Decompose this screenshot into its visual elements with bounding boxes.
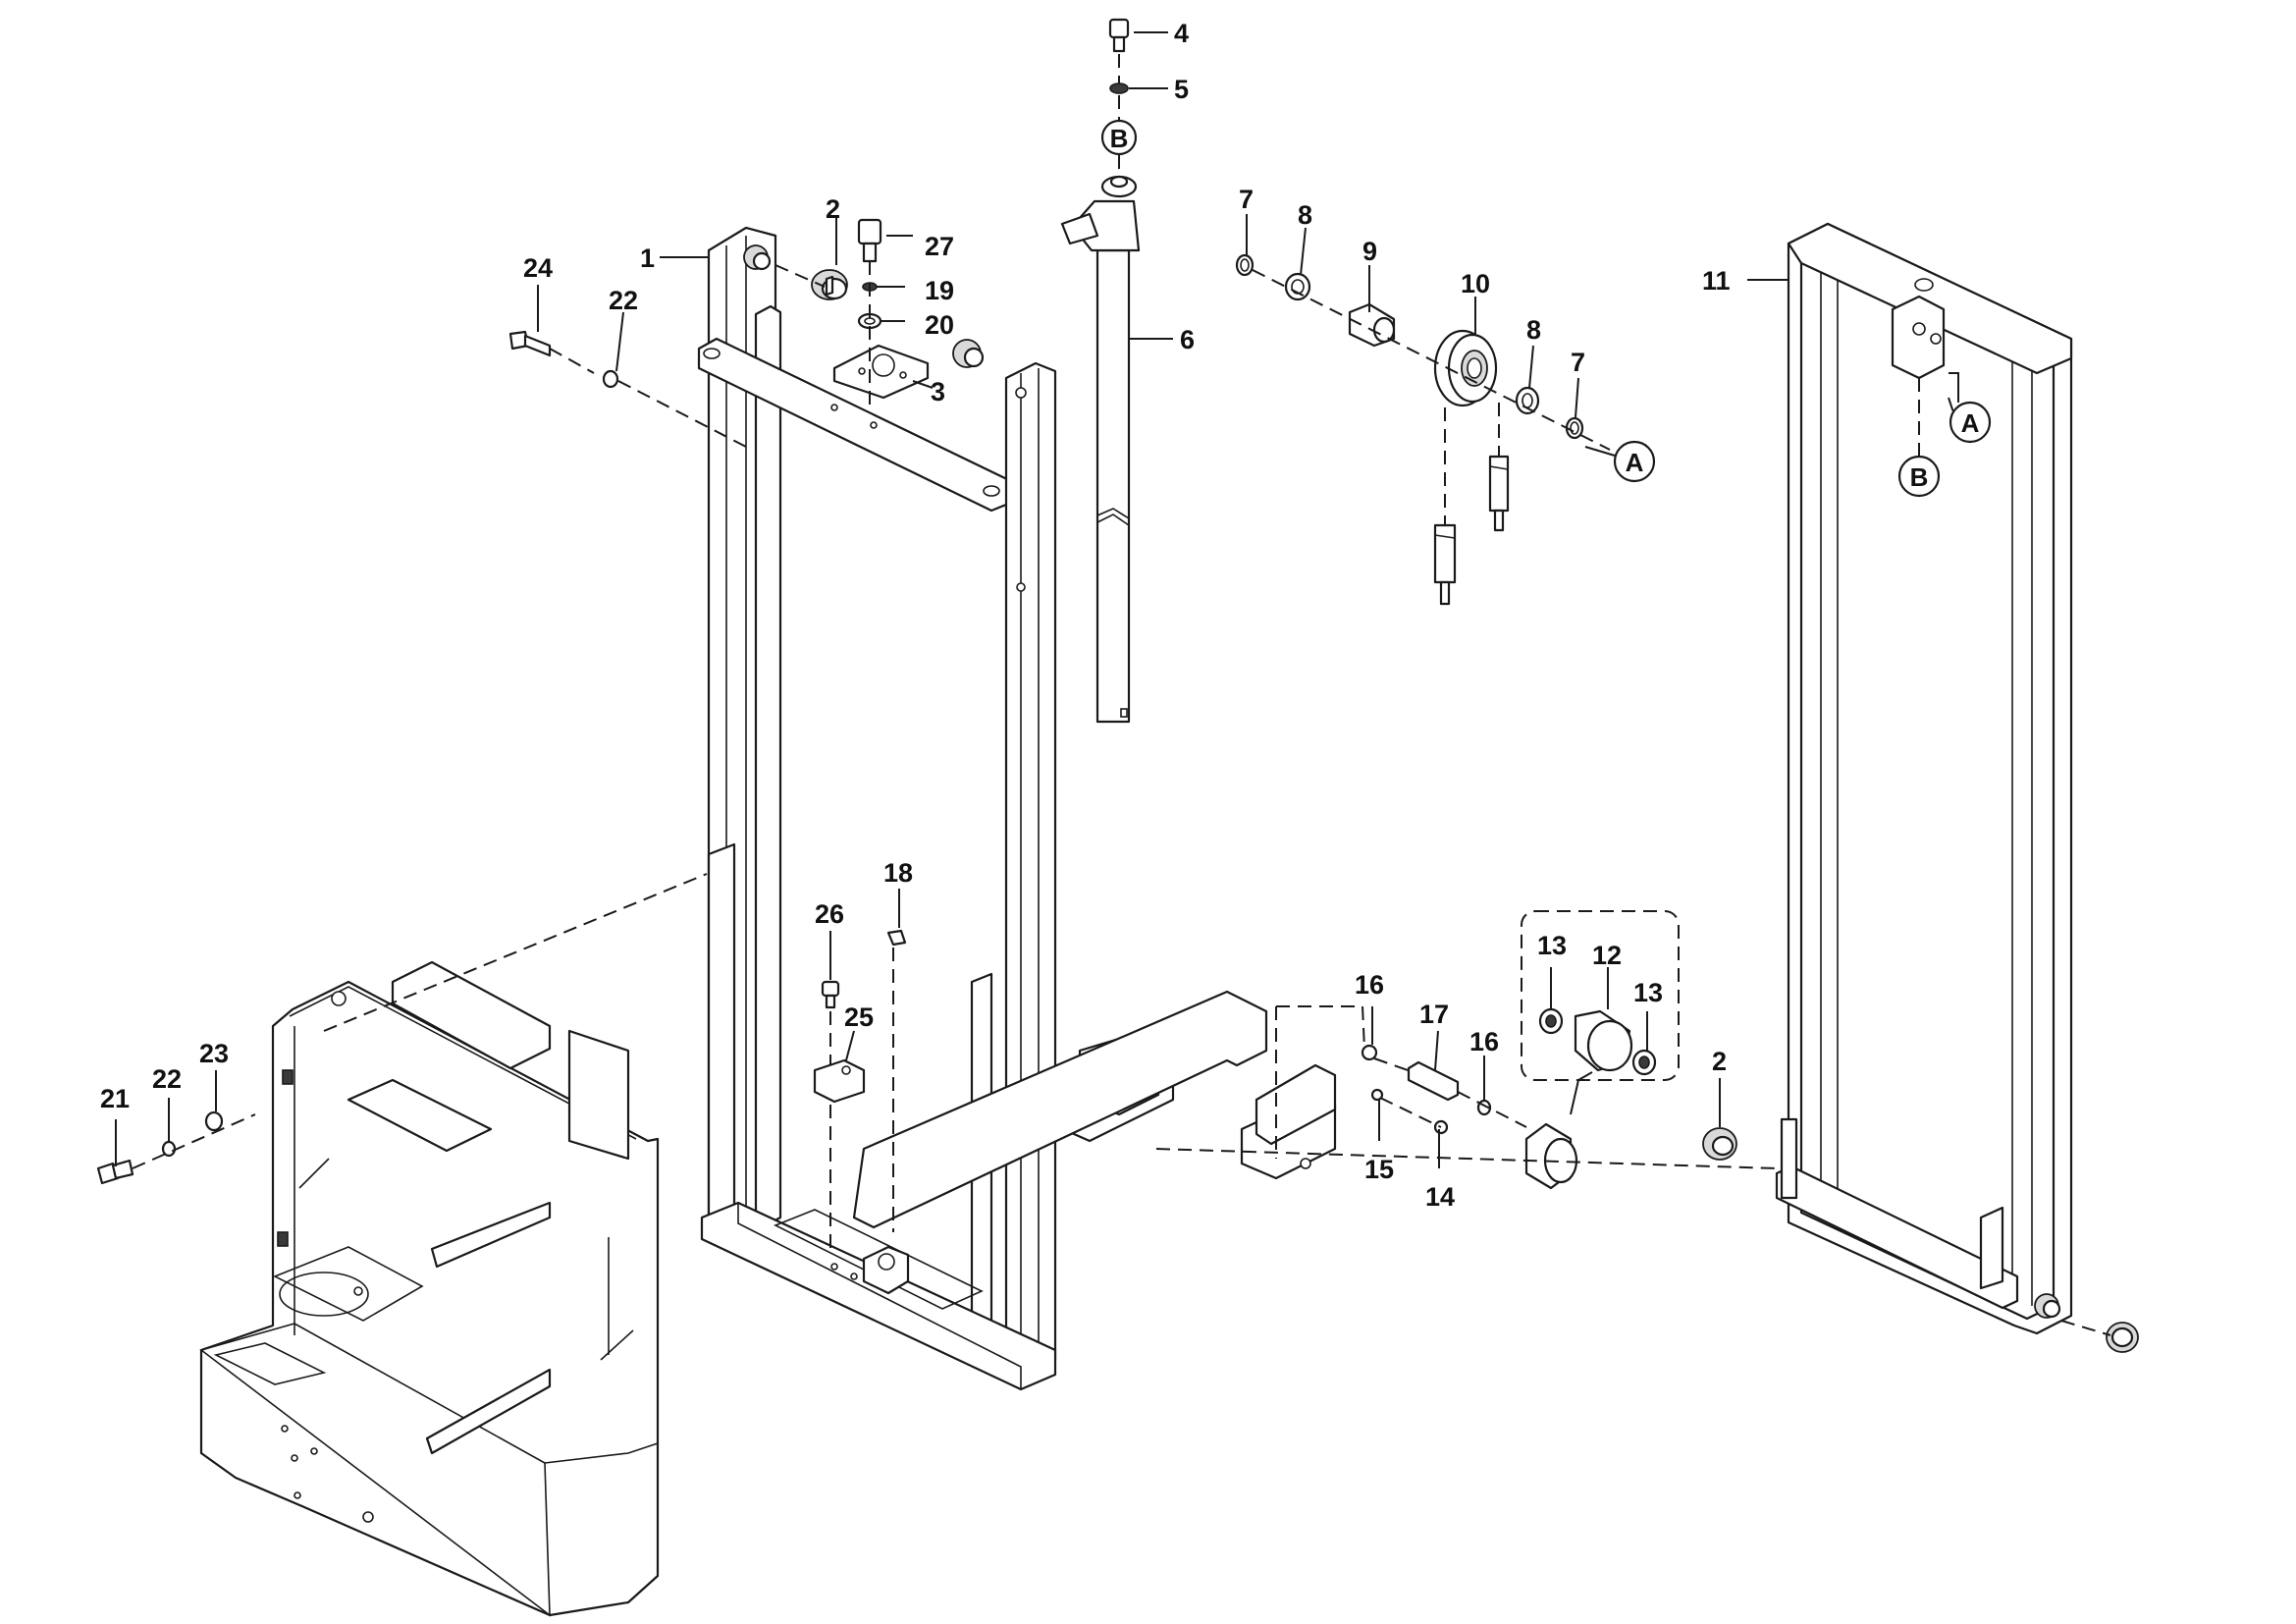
roller-2-right — [2106, 1322, 2139, 1353]
tube-6 — [1060, 175, 1141, 724]
callout-13-left: 13 — [1537, 931, 1567, 960]
assembly-lines — [132, 54, 2111, 1336]
callout-15: 15 — [1364, 1155, 1394, 1184]
callout-2-top: 2 — [826, 194, 840, 224]
washer-22-top — [602, 369, 619, 389]
pin-17 — [1407, 1060, 1460, 1102]
leader-lines — [115, 31, 1789, 1168]
nut-5 — [1109, 82, 1129, 94]
callout-20: 20 — [925, 310, 954, 340]
chassis-box — [199, 960, 660, 1617]
bolt-27 — [857, 218, 882, 263]
callout-17: 17 — [1419, 1000, 1449, 1029]
wheel-assembly-box — [1521, 910, 1680, 1081]
callout-9: 9 — [1362, 237, 1377, 266]
wheel-link-curve — [1570, 1071, 1593, 1115]
callout-7-right: 7 — [1571, 348, 1585, 377]
block-25 — [813, 1058, 866, 1104]
inner-mast-11 — [1775, 222, 2073, 1335]
mast-frame — [697, 226, 1337, 1391]
washer-22-left — [161, 1140, 177, 1158]
bracket-plate-3 — [832, 344, 930, 400]
sheave-10 — [1433, 329, 1498, 407]
ref-a-sheave: A — [1584, 440, 1656, 483]
callout-labels: 1 2 3 4 5 6 7 8 9 10 8 7 11 12 13 13 14 … — [100, 19, 1731, 1212]
bolt-21 — [96, 1159, 134, 1185]
ring-7-left — [1235, 253, 1255, 277]
screw-4 — [1108, 18, 1130, 53]
callout-27: 27 — [925, 232, 954, 261]
washer-16-left — [1361, 1044, 1378, 1061]
chain-left — [1433, 523, 1457, 606]
callout-18: 18 — [883, 858, 913, 888]
callout-8-right: 8 — [1526, 315, 1541, 345]
chain-right — [1488, 455, 1510, 532]
callout-2-right: 2 — [1712, 1047, 1727, 1076]
callout-16-right: 16 — [1469, 1027, 1499, 1056]
wheel-assembled — [1524, 1122, 1578, 1190]
key-18 — [886, 929, 907, 947]
bearing-13-right — [1631, 1049, 1657, 1076]
callout-1: 1 — [640, 244, 655, 273]
callout-23: 23 — [199, 1039, 229, 1068]
callout-19: 19 — [925, 276, 954, 305]
callout-10: 10 — [1461, 269, 1490, 298]
mast-roller-11 — [2034, 1293, 2061, 1319]
roller-2-top — [811, 269, 848, 300]
spacer-9 — [1348, 302, 1396, 348]
ref-b-top: B — [1100, 119, 1138, 156]
callout-4: 4 — [1174, 19, 1189, 48]
callout-22-left: 22 — [152, 1064, 182, 1094]
callout-22-top: 22 — [609, 286, 638, 315]
bolt-24 — [508, 330, 552, 357]
callout-5: 5 — [1174, 75, 1189, 104]
ref-b-mast-label: B — [1910, 462, 1929, 492]
ref-a-sheave-label: A — [1626, 448, 1644, 477]
roller-2-left — [1702, 1127, 1737, 1161]
mast-roller-right — [952, 339, 985, 368]
bearing-13-left — [1538, 1007, 1564, 1035]
mast-roller-left — [743, 244, 772, 271]
callout-25: 25 — [844, 1002, 874, 1032]
ref-b-top-label: B — [1110, 124, 1129, 153]
callout-6: 6 — [1180, 325, 1195, 354]
washer-23 — [204, 1110, 224, 1132]
callout-14: 14 — [1425, 1182, 1455, 1212]
callout-26: 26 — [815, 899, 844, 929]
ref-a-mast: A — [1949, 372, 1992, 444]
callout-7-left: 7 — [1239, 185, 1254, 214]
ring-8-right — [1515, 386, 1540, 415]
screw-26 — [821, 980, 840, 1009]
ref-b-mast: B — [1897, 455, 1941, 498]
wheel-12 — [1574, 1009, 1633, 1072]
ref-a-mast-label: A — [1961, 408, 1980, 438]
callout-21: 21 — [100, 1084, 130, 1113]
callout-16-left: 16 — [1355, 970, 1384, 1000]
callout-12: 12 — [1592, 941, 1622, 970]
callout-24: 24 — [523, 253, 553, 283]
callout-11: 11 — [1702, 266, 1731, 296]
ring-8-left — [1284, 272, 1311, 301]
pin-15 — [1370, 1088, 1384, 1102]
callout-3: 3 — [931, 377, 945, 406]
callout-13-right: 13 — [1633, 978, 1663, 1007]
callout-8-left: 8 — [1298, 200, 1312, 230]
